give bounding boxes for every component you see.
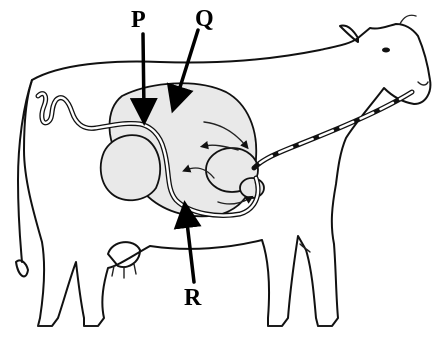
- pointer-r: [186, 214, 194, 282]
- label-q: Q: [195, 6, 214, 32]
- digestive-organs: [38, 83, 412, 216]
- pointer-p: [143, 34, 144, 112]
- intestines: [101, 135, 160, 200]
- label-r: R: [184, 285, 202, 311]
- label-p: P: [131, 7, 146, 33]
